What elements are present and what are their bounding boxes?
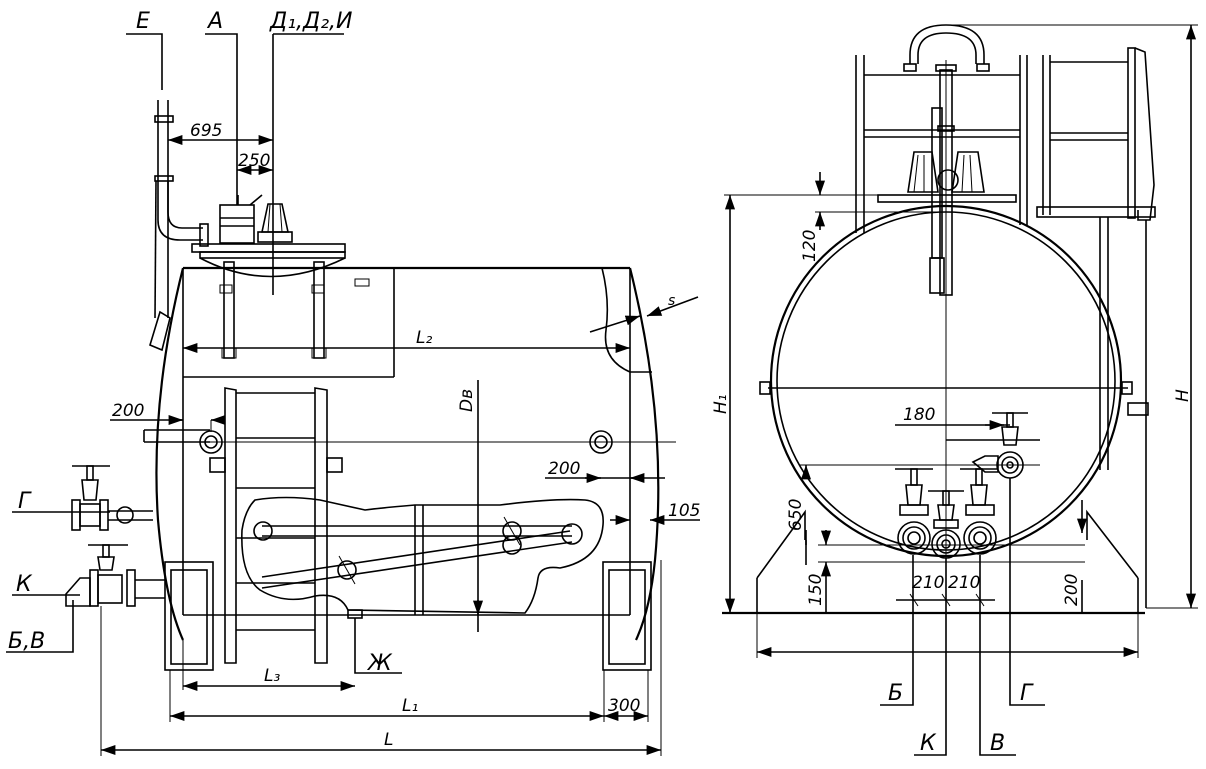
dim-210-a: 210 [912, 573, 944, 593]
dim-120: 120 [800, 230, 820, 262]
dim-650: 650 [786, 499, 806, 531]
valve-fitting-a [219, 204, 255, 244]
dim-h: H [1173, 389, 1193, 402]
support-right [602, 561, 652, 671]
end-view-dimensions [724, 24, 1198, 756]
dimension-values: 695 250 200 200 105 s L₂ Dв L₃ L₁ 300 L … [112, 121, 1193, 750]
label-e: Е [136, 9, 150, 34]
side-view-dimensions [6, 33, 700, 756]
dim-dv: Dв [457, 389, 477, 412]
dim-s: s [668, 293, 675, 309]
dim-h1: H₁ [711, 394, 731, 414]
dim-105: 105 [668, 501, 700, 521]
label-v-right: В [990, 731, 1005, 756]
label-g-right: Г [1020, 681, 1034, 706]
breather-valve [261, 203, 289, 233]
end-view [722, 24, 1156, 730]
tank-left-end [155, 267, 185, 641]
dim-695: 695 [190, 121, 222, 141]
label-bv: Б,В [8, 629, 45, 654]
valve-g-left [71, 465, 153, 531]
side-view [65, 100, 676, 671]
dim-200-left: 200 [112, 401, 144, 421]
bottom-valves [895, 412, 1028, 559]
tank-right-end [628, 267, 660, 641]
internal-cutout [241, 496, 604, 614]
label-g-left: Г [18, 489, 32, 514]
dim-200-right: 200 [548, 459, 580, 479]
labels: Е А Д₁,Д₂,И Г К Б,В Ж Б Г К В [8, 9, 1034, 756]
cutaway-wall [601, 267, 652, 373]
label-zh: Ж [366, 651, 393, 676]
dim-200-end: 200 [1062, 574, 1082, 606]
dim-l: L [384, 730, 393, 750]
dim-l2: L₂ [416, 328, 432, 348]
support-left [164, 561, 214, 671]
dim-250: 250 [238, 151, 270, 171]
dim-180: 180 [903, 405, 935, 425]
label-d1-d2-i: Д₁,Д₂,И [269, 9, 352, 34]
ladder [209, 387, 343, 664]
label-b-right: Б [888, 681, 903, 706]
dim-l3: L₃ [264, 666, 280, 686]
label-k-right: К [920, 731, 937, 756]
dim-l1: L₁ [402, 696, 418, 716]
valve-k-left [65, 544, 165, 607]
dim-210-b: 210 [948, 573, 980, 593]
label-a: А [206, 9, 223, 34]
pipe-e [157, 100, 203, 241]
dim-150: 150 [806, 574, 826, 606]
label-k-left: К [16, 572, 33, 597]
internal-pipe [223, 261, 235, 359]
dim-300: 300 [608, 696, 640, 716]
